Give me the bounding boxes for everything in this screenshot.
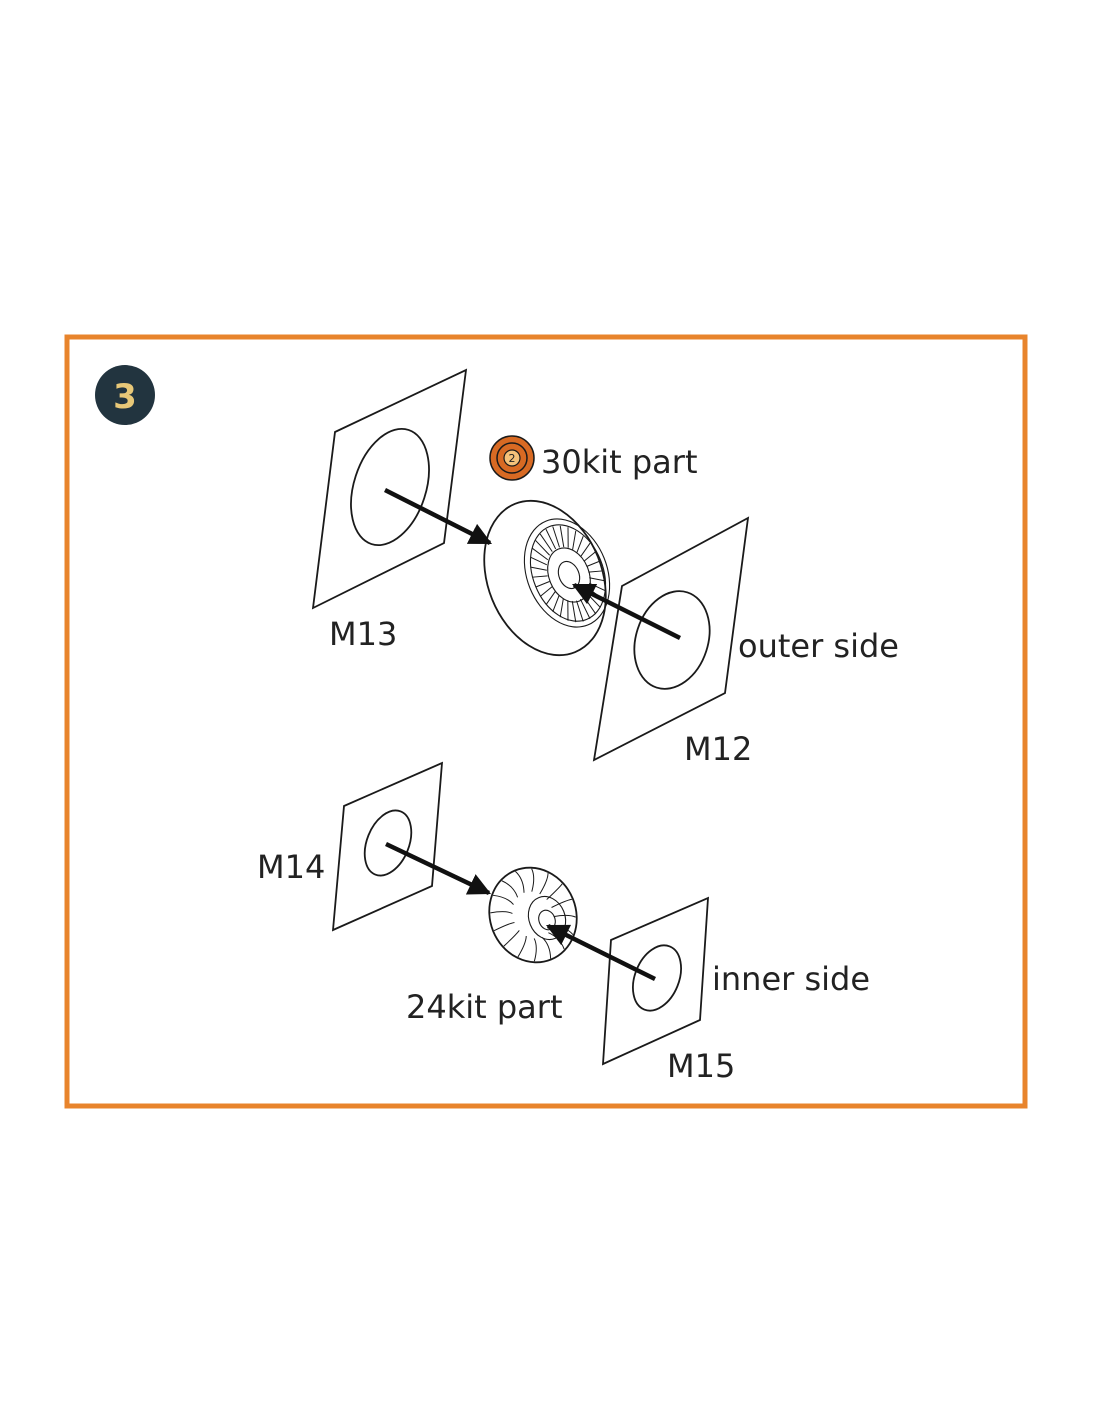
- tread-line: [517, 936, 527, 958]
- step-badge: 3: [95, 365, 155, 425]
- tread-line: [493, 922, 515, 932]
- m14-mask: [331, 761, 444, 932]
- wheel-spoke: [539, 586, 553, 597]
- tread-line: [541, 936, 552, 959]
- step-number: 3: [113, 377, 137, 417]
- tread-line: [551, 898, 573, 908]
- wheel-spoke: [588, 582, 606, 592]
- wheel-spoke: [583, 551, 597, 562]
- wheel-spoke: [571, 600, 577, 623]
- wheel-spoke: [552, 526, 560, 548]
- tread-line: [501, 880, 519, 898]
- wheel-spoke: [539, 533, 553, 552]
- arrow-m15-to-tail-wheel: [545, 923, 656, 982]
- tail-wheel-treads: [490, 868, 576, 962]
- m12-label: M12: [684, 730, 752, 768]
- wheel-spoke: [559, 525, 565, 548]
- wheel-spoke: [545, 529, 557, 550]
- tread-line: [539, 873, 549, 895]
- tread-line: [546, 883, 563, 900]
- wheel-spoke: [580, 542, 591, 557]
- tread-line: [503, 930, 520, 947]
- wheel-spoke: [532, 575, 548, 578]
- kit-part-30-label: 30kit part: [541, 443, 697, 481]
- wheel-spoke: [535, 581, 550, 588]
- tread-line: [492, 894, 514, 905]
- inner-side-label: inner side: [712, 960, 870, 998]
- wheel-spoke: [559, 598, 564, 618]
- wheel-spoke: [576, 535, 584, 553]
- wheel-spoke: [552, 595, 560, 613]
- wheel-spoke: [545, 591, 556, 606]
- wheel-spoke: [586, 560, 601, 567]
- outer-side-label: outer side: [738, 627, 899, 665]
- tail-wheel: [488, 866, 578, 964]
- wheel-spoke: [572, 530, 577, 550]
- kit-part-24-label: 24kit part: [406, 988, 562, 1026]
- main-wheel: [483, 499, 611, 657]
- wheel-spoke: [535, 540, 551, 556]
- tread-line: [553, 914, 576, 918]
- wheel-spoke: [530, 556, 548, 566]
- m13-mask: [311, 368, 468, 610]
- m13-label: M13: [329, 615, 397, 653]
- step-frame: [64, 334, 1028, 1109]
- wheel-spoke: [589, 577, 606, 582]
- m15-label: M15: [667, 1047, 735, 1085]
- tread-line: [515, 871, 525, 893]
- wheel-spoke: [583, 596, 597, 615]
- tread-line: [533, 938, 537, 962]
- wheel-spoke: [588, 570, 604, 573]
- m14-label: M14: [257, 848, 325, 886]
- wheel-spoke: [530, 566, 547, 571]
- kit-part-2-icon: 2: [489, 435, 535, 481]
- arrow-m13-to-wheel: [383, 487, 493, 546]
- svg-text:2: 2: [509, 452, 516, 465]
- m15-mask: [602, 896, 709, 1066]
- wheel-spoke: [532, 547, 549, 561]
- tread-line: [490, 911, 513, 914]
- tread-line: [531, 868, 535, 892]
- arrow-m14-to-tail-wheel: [385, 841, 492, 896]
- arrow-m12-to-wheel: [571, 582, 682, 641]
- m12-mask: [592, 516, 750, 762]
